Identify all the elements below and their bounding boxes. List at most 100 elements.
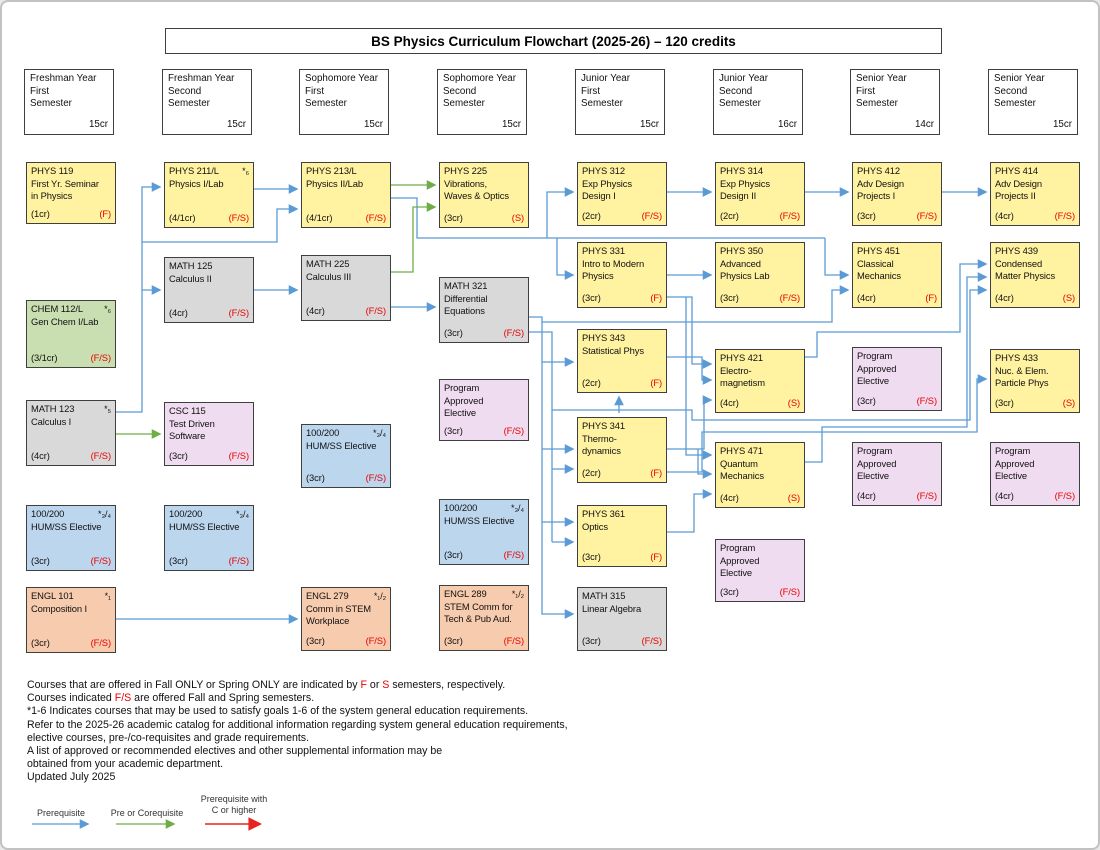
course-title-line: Composition I (31, 602, 88, 614)
course-title-line: Physics II/Lab (306, 177, 363, 189)
course-credits: (2cr) (582, 467, 601, 479)
course-credits: (4cr) (857, 490, 876, 502)
gened-goals: *₁/₂ (511, 589, 524, 599)
arrow-prereq (697, 449, 713, 479)
course-code: PHYS 433 (995, 352, 1038, 363)
course-code: PHYS 119 (31, 165, 74, 176)
course-title-line: Gen Chem I/Lab (31, 315, 99, 327)
course-title-line: Vibrations, (444, 177, 488, 189)
semester-word: Semester (581, 98, 623, 109)
semester-word: Semester (994, 98, 1036, 109)
semester-credits: 15cr (226, 118, 246, 130)
course-title-line: Design II (720, 190, 757, 202)
course-code: PHYS 439 (995, 245, 1038, 256)
gened-goals: *₃/₄ (373, 428, 386, 438)
course-code: Program (444, 382, 480, 393)
course-semester-offered: (F/S) (365, 635, 386, 647)
course-credits: (3cr) (444, 549, 463, 561)
course-title-line: HUM/SS Elective (169, 520, 240, 532)
course-title-line: Projects I (857, 190, 896, 202)
spring-flag: S (382, 679, 390, 691)
arrow-bus (529, 331, 553, 542)
course-title-line: HUM/SS Elective (444, 514, 515, 526)
course-code: PHYS 225 (444, 165, 487, 176)
course-semester-offered: (S) (787, 397, 800, 409)
semester-term: First (581, 85, 601, 97)
semester-year: Sophomore Year (305, 73, 378, 84)
course-title-line: Elective (444, 407, 477, 419)
course-title-line: Classical (857, 257, 894, 269)
semester-word: Semester (719, 98, 761, 109)
arrow-coreq (391, 202, 437, 273)
course-credits: (4/1cr) (169, 212, 196, 224)
fall-flag: F (360, 679, 367, 691)
course-credits: (4cr) (306, 305, 325, 317)
course-code: PHYS 414 (995, 165, 1038, 176)
semester-year: Senior Year (856, 73, 907, 84)
arrow-prereq (116, 182, 162, 413)
course-title-line: Approved (720, 554, 760, 566)
course-credits: (4cr) (31, 450, 50, 462)
course-credits: (3cr) (306, 472, 325, 484)
footnote-line: *1-6 Indicates courses that may be used … (27, 705, 529, 718)
footnote-line: elective courses, pre-/co-requisites and… (27, 731, 310, 744)
course-semester-offered: (S) (787, 492, 800, 504)
semester-year: Junior Year (719, 73, 769, 84)
course-code: PHYS 471 (720, 445, 763, 456)
course-semester-offered: (F/S) (503, 327, 524, 339)
course-title-line: HUM/SS Elective (31, 520, 102, 532)
gened-goals: *₅ (104, 404, 111, 414)
course-title-line: Electro- (720, 364, 752, 376)
course-semester-offered: (F/S) (779, 210, 800, 222)
gened-goals: *₃/₄ (236, 509, 249, 519)
course-semester-offered: (F) (650, 467, 662, 479)
course-semester-offered: (S) (511, 212, 524, 224)
course-code: PHYS 312 (582, 165, 625, 176)
semester-word: Semester (305, 98, 347, 109)
arrow-prereq (529, 316, 575, 619)
footnote-line: A list of approved or recommended electi… (27, 745, 443, 758)
course-credits: (4cr) (995, 292, 1014, 304)
gened-goals: *₆ (242, 166, 249, 176)
course-code: 100/200 (31, 508, 65, 519)
course-code: PHYS 314 (720, 165, 763, 176)
course-title-line: Approved (857, 362, 897, 374)
arrow-prereq (667, 356, 713, 385)
gened-goals: *₁/₂ (373, 591, 386, 601)
course-title-line: Calculus I (31, 415, 72, 427)
footnote-line: Courses that are offered in Fall ONLY or… (27, 679, 568, 692)
course-semester-offered: (F/S) (228, 555, 249, 567)
course-title-line: Test Driven (169, 417, 215, 429)
course-title-line: STEM Comm for (444, 600, 513, 612)
course-title-line: Statistical Phys (582, 344, 644, 356)
course-semester-offered: (F) (650, 292, 662, 304)
course-code: PHYS 211/L (169, 165, 219, 176)
footnote-text: are offered Fall and Spring semesters. (131, 692, 315, 705)
course-code: MATH 315 (582, 590, 626, 601)
course-title-line: Elective (995, 470, 1028, 482)
course-code: ENGL 289 (444, 588, 487, 599)
course-code: Program (857, 350, 893, 361)
semester-word: Semester (168, 98, 210, 109)
course-credits: (1cr) (31, 208, 50, 220)
course-semester-offered: (F/S) (365, 472, 386, 484)
course-title-line: Workplace (306, 615, 350, 627)
course-semester-offered: (F/S) (228, 450, 249, 462)
course-title-line: magnetism (720, 377, 765, 389)
course-code: 100/200 (306, 427, 340, 438)
course-credits: (3cr) (444, 635, 463, 647)
course-credits: (2cr) (582, 210, 601, 222)
course-title-line: Optics (582, 520, 608, 532)
footnote-text: or (366, 679, 383, 691)
course-title-line: Linear Algebra (582, 602, 642, 614)
